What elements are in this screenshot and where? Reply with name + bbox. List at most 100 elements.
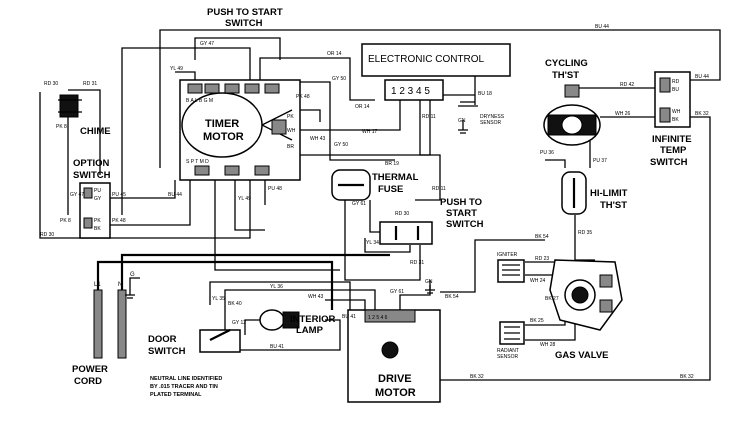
lbl-bk54-motor: BK 54 bbox=[445, 294, 459, 300]
radiant-sensor-element bbox=[504, 326, 520, 340]
interior-lamp-bulb bbox=[259, 309, 285, 331]
lbl-or14-top: OR 14 bbox=[327, 51, 342, 57]
opt-pk: PK bbox=[94, 218, 101, 224]
inf-bu: BU bbox=[672, 87, 679, 93]
chime-body bbox=[59, 94, 79, 118]
lbl-bk54-valve: BK 54 bbox=[535, 234, 549, 240]
chime-coil bbox=[58, 99, 82, 113]
lbl-wh17: WH 17 bbox=[362, 129, 378, 135]
lbl-pk48: PK 48 bbox=[296, 94, 310, 100]
lbl-bu41: BU 41 bbox=[270, 344, 284, 350]
wire-rd30-ps bbox=[369, 200, 380, 233]
opt-gy: GY bbox=[94, 196, 102, 202]
push-start-top-bracket bbox=[194, 37, 281, 60]
wire-yl35 bbox=[209, 281, 351, 310]
lbl-bu44-top: BU 44 bbox=[595, 24, 609, 30]
lbl-gy47-top: GY 47 bbox=[200, 41, 214, 47]
n-label: N bbox=[118, 282, 122, 288]
lbl-yl49-timer: YL 49 bbox=[238, 196, 251, 202]
lbl-rd31-l: RD 31 bbox=[83, 81, 97, 87]
lbl-pu37: PU 37 bbox=[593, 158, 607, 164]
interior-lamp-label-2: LAMP bbox=[296, 325, 324, 336]
timer-terms-top: B A L B G M bbox=[186, 98, 213, 104]
wire-gy61 bbox=[344, 195, 421, 281]
interior-lamp-label-1: INTERIOR bbox=[290, 314, 336, 325]
lbl-rd30-opt: RD 30 bbox=[40, 232, 54, 238]
neutral-note-1: NEUTRAL LINE IDENTIFIED bbox=[150, 376, 222, 382]
igniter-element bbox=[502, 264, 520, 276]
door-switch-contact bbox=[209, 329, 231, 341]
lbl-pk8-opt: PK 8 bbox=[60, 218, 71, 224]
lbl-wh43-b: WH 43 bbox=[308, 294, 324, 300]
lbl-wh43: WH 43 bbox=[310, 136, 326, 142]
lbl-rd30-ps: RD 30 bbox=[395, 211, 409, 217]
wire-wh28 bbox=[525, 320, 576, 341]
wire-yl49-timer bbox=[234, 180, 265, 231]
wire-bk54 bbox=[440, 239, 545, 293]
lbl-pu45: PU 45 bbox=[112, 192, 126, 198]
wire-pu36 bbox=[545, 159, 566, 168]
timer-terminal-5 bbox=[264, 83, 280, 94]
igniter-label: IGNITER bbox=[497, 252, 518, 258]
wire-l1 bbox=[96, 260, 334, 310]
ct-br: BR bbox=[287, 144, 294, 150]
cycling-terminal bbox=[564, 84, 580, 98]
gas-valve-terminal-2 bbox=[599, 299, 613, 313]
wire-yl49 bbox=[175, 71, 196, 82]
lbl-bk25: BK 25 bbox=[530, 318, 544, 324]
thermal-fuse-label-2: FUSE bbox=[378, 184, 403, 195]
lbl-fuse-rd11: RD 11 bbox=[432, 186, 446, 192]
wire-yl34 bbox=[364, 238, 411, 253]
lbl-gy50: GY 50 bbox=[332, 76, 346, 82]
infinite-label-1: INFINITE bbox=[652, 134, 692, 145]
wire-bk32 bbox=[440, 116, 711, 381]
lbl-wh26: WH 26 bbox=[615, 111, 631, 117]
dryness-sensor-symbol bbox=[458, 101, 478, 107]
lbl-pu36: PU 36 bbox=[540, 150, 554, 156]
power-cord-label-2: CORD bbox=[74, 376, 102, 387]
wire-pk48-opt bbox=[110, 180, 191, 226]
lbl-rd35: RD 35 bbox=[578, 230, 592, 236]
power-cord-l1 bbox=[93, 289, 103, 359]
lbl-bk27: BK 27 bbox=[545, 296, 559, 302]
timer-motor-label-1: TIMER bbox=[205, 118, 239, 130]
lbl-gy47-opt: GY 47 bbox=[70, 192, 84, 198]
lbl-rd30-l: RD 30 bbox=[44, 81, 58, 87]
wire-n bbox=[120, 253, 390, 290]
push-start-top-1: PUSH TO START bbox=[207, 7, 283, 18]
option-switch-label-1: OPTION bbox=[73, 158, 110, 169]
timer-terms-bot: S P T M D bbox=[186, 159, 209, 165]
push-start-right-box bbox=[379, 221, 433, 245]
door-switch-label-1: DOOR bbox=[148, 334, 177, 345]
wire-rd30-opt bbox=[140, 180, 251, 239]
lbl-br19: BR 19 bbox=[385, 161, 399, 167]
ec-terminals: 1 2 3 4 5 bbox=[391, 86, 430, 97]
wire-gy50 bbox=[280, 81, 395, 161]
hi-limit-label-1: HI-LIMIT bbox=[590, 188, 628, 199]
motor-ground-icon bbox=[425, 280, 435, 294]
lbl-bu44-timer: BU 44 bbox=[168, 192, 182, 198]
wire-bu41 bbox=[238, 319, 341, 351]
dryness-label-1: DRYNESS bbox=[480, 114, 505, 120]
wire-or14 bbox=[259, 57, 375, 101]
wire-g bbox=[129, 277, 140, 285]
ct-pk: PK bbox=[287, 114, 294, 120]
motor-terms: 1 2 5 4 6 bbox=[368, 315, 388, 321]
lbl-yl36: YL 36 bbox=[270, 284, 283, 290]
push-start-top-2: SWITCH bbox=[225, 18, 263, 29]
lbl-bk32-bot-l: BK 32 bbox=[470, 374, 484, 380]
lbl-rd11: RD 11 bbox=[422, 114, 436, 120]
lbl-bu44-r: BU 44 bbox=[695, 74, 709, 80]
gas-valve-core bbox=[571, 286, 589, 304]
timer-terminal-7 bbox=[224, 165, 240, 176]
wire-labels: BU 44 GY 47 OR 14 YL 49 GY 50 OR 14 RD 3… bbox=[40, 24, 709, 380]
lbl-pk8-chime: PK 8 bbox=[56, 124, 67, 130]
power-cord-label-1: POWER bbox=[72, 364, 108, 375]
hi-limit-label-2: TH'ST bbox=[600, 200, 627, 211]
wire-rd11 bbox=[415, 100, 441, 201]
timer-terminal-3 bbox=[224, 83, 240, 94]
neutral-note-3: PLATED TERMINAL bbox=[150, 392, 202, 398]
power-cord-n bbox=[117, 289, 127, 359]
inf-rd: RD bbox=[672, 79, 680, 85]
